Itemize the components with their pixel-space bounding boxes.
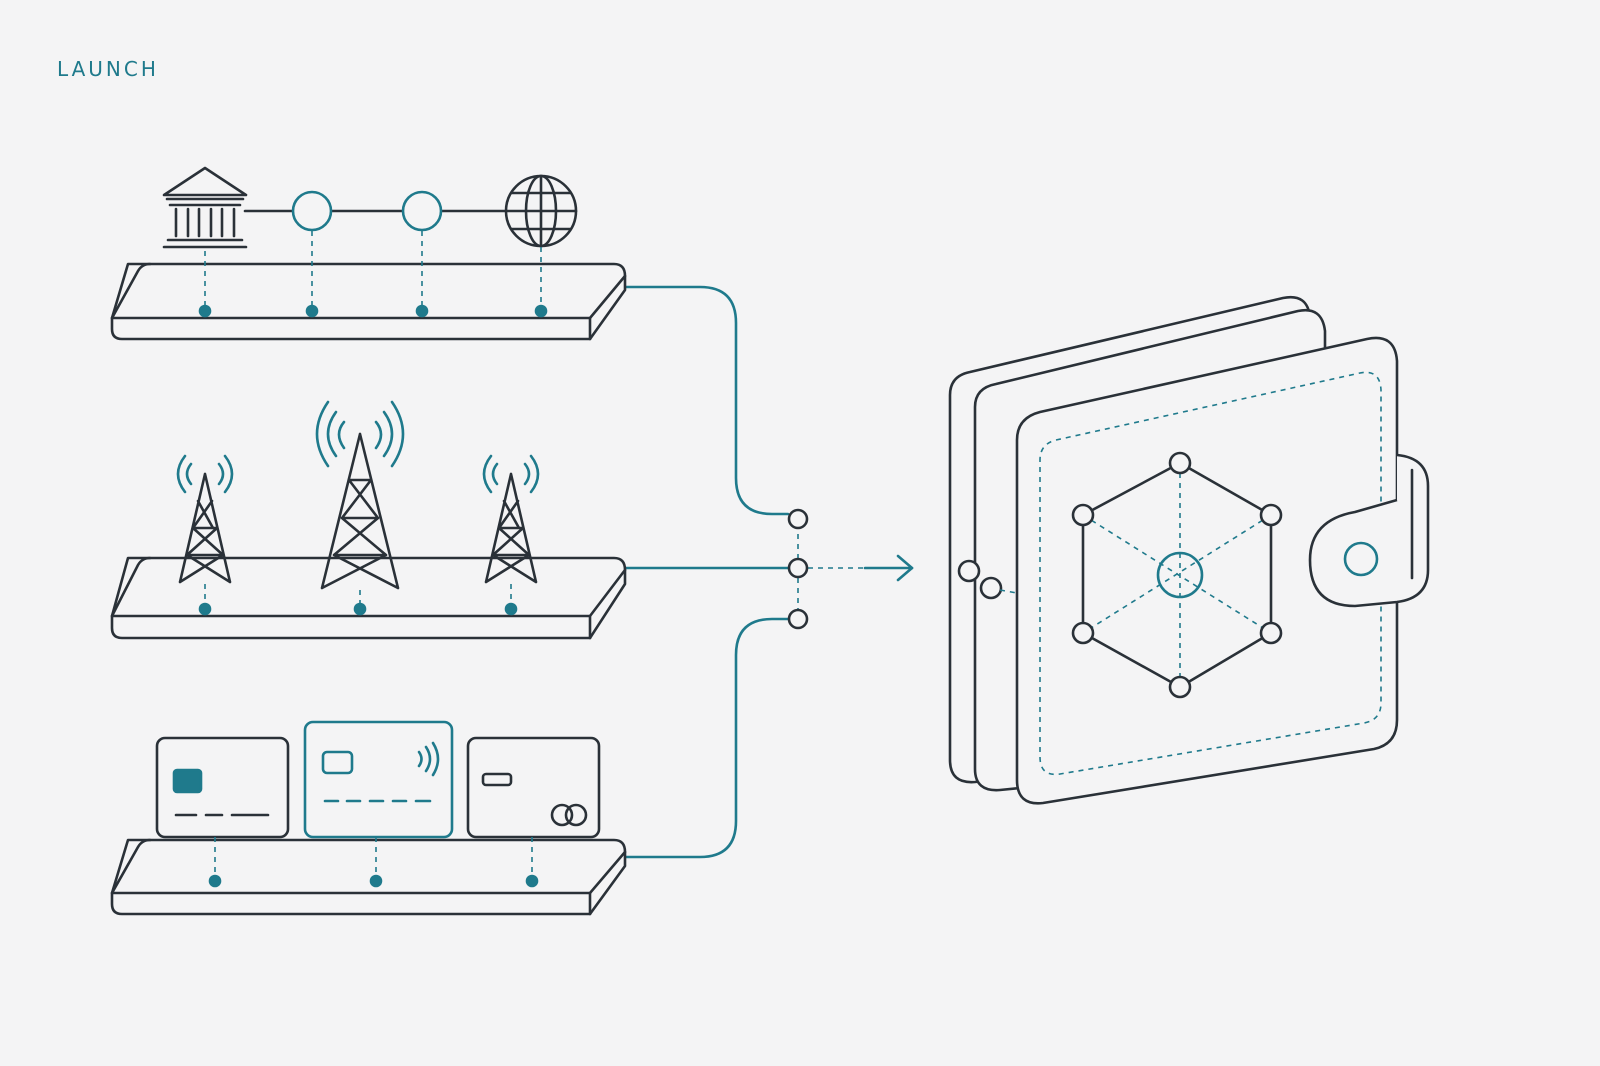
platform-base <box>110 838 627 916</box>
hex-node <box>1071 621 1095 645</box>
mastercard-style-card-icon <box>466 736 601 839</box>
wallet-node <box>979 576 1003 600</box>
wallet-clasp <box>1308 453 1430 608</box>
drop-dot <box>504 602 518 616</box>
hub-node-middle <box>787 557 809 579</box>
platform-base <box>110 262 627 341</box>
card-chip <box>172 768 203 794</box>
wallet-node <box>957 559 981 583</box>
drop-dot <box>415 304 429 318</box>
cell-tower-icon-center <box>315 400 405 590</box>
hexagon-network-icon <box>1071 451 1283 699</box>
wallet-front <box>1015 336 1399 805</box>
drop-dot <box>305 304 319 318</box>
drop-dot <box>208 874 222 888</box>
wallet-icon <box>948 295 1430 805</box>
hub-node-bottom <box>787 608 809 630</box>
platform-base <box>110 556 627 640</box>
drop-dot <box>525 874 539 888</box>
clasp-button <box>1343 541 1379 577</box>
chip-card-icon <box>155 736 290 839</box>
contactless-card-icon <box>303 720 454 839</box>
connector-cards <box>624 617 790 859</box>
card-platform <box>110 720 627 916</box>
drop-dot <box>353 602 367 616</box>
hex-node <box>1071 503 1095 527</box>
connector-lines <box>624 285 914 859</box>
bank-icon <box>162 166 248 249</box>
banking-platform <box>110 166 627 341</box>
wallet-node-link <box>999 589 1018 594</box>
network-node-1 <box>291 190 333 232</box>
drop-dot <box>534 304 548 318</box>
card-drops <box>214 837 533 876</box>
hex-node <box>1168 451 1192 475</box>
cell-tower-icon-left <box>176 454 234 584</box>
wallet-stitching <box>1039 371 1382 776</box>
hex-node <box>1259 503 1283 527</box>
launch-heading: LAUNCH <box>57 57 159 81</box>
drop-dot <box>198 304 212 318</box>
hex-node <box>1259 621 1283 645</box>
connector-banking <box>624 285 790 516</box>
network-node-2 <box>401 190 443 232</box>
hub-node-top <box>787 508 809 530</box>
cell-tower-icon-right <box>482 454 540 584</box>
telecom-platform <box>110 400 627 640</box>
telecom-drops <box>204 584 512 604</box>
globe-icon <box>504 174 578 248</box>
drop-dot <box>369 874 383 888</box>
hex-center-node <box>1156 551 1204 599</box>
drop-dot <box>198 602 212 616</box>
hex-node <box>1168 675 1192 699</box>
arrow-head-icon <box>896 554 914 582</box>
